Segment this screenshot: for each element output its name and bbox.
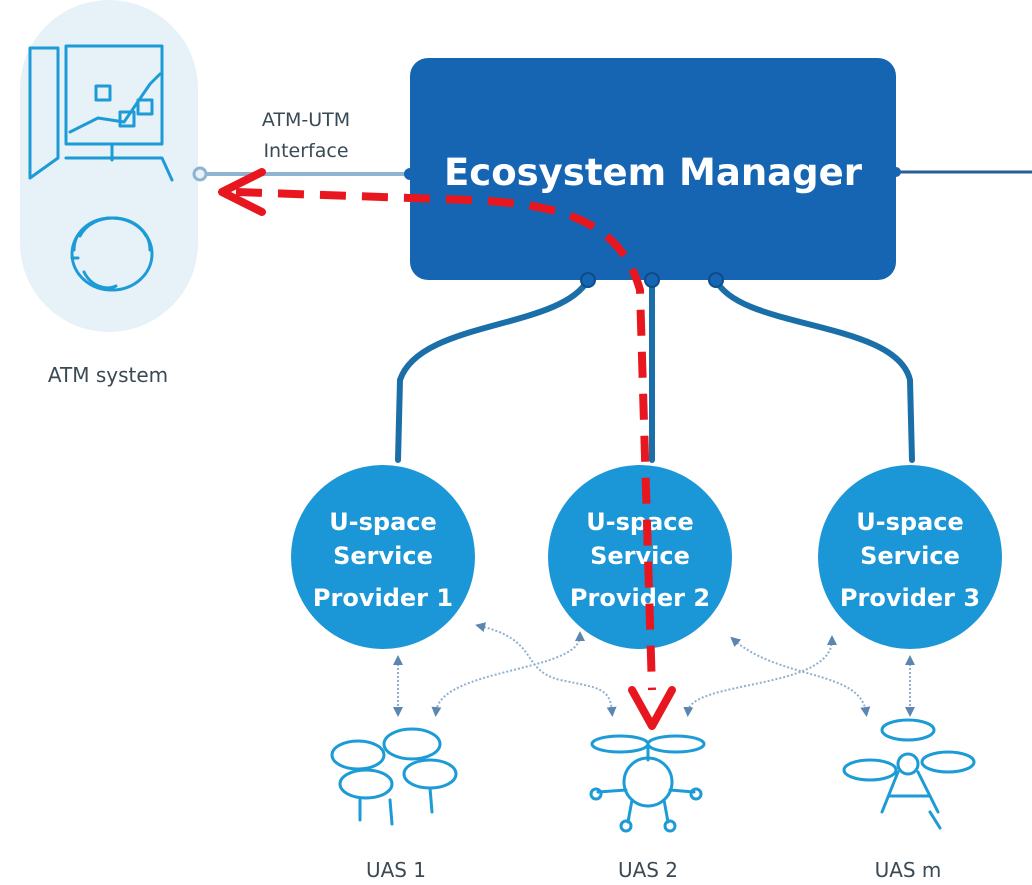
helicopter-drone-icon bbox=[589, 734, 706, 833]
provider-1-line2: Service bbox=[333, 542, 433, 570]
headset-operator-icon bbox=[70, 216, 154, 292]
provider-connectors bbox=[395, 277, 915, 463]
provider-3-circle bbox=[818, 465, 1002, 649]
provider-2-circle bbox=[548, 465, 732, 649]
quadcopter-drone-icon bbox=[330, 727, 458, 826]
link-p3-uas2 bbox=[683, 635, 837, 717]
provider-2-line3: Provider 2 bbox=[570, 584, 710, 612]
connector-provider-1 bbox=[395, 277, 591, 463]
annotation-dashed-arrows bbox=[235, 188, 656, 691]
manager-rect bbox=[410, 58, 896, 280]
monitor-map-icon bbox=[28, 44, 174, 182]
provider-2-line1: U-space bbox=[586, 508, 694, 536]
atm-utm-interface-connector: ATM-UTM Interface bbox=[192, 109, 416, 182]
uas-links bbox=[393, 622, 915, 717]
arrowhead-down-icon bbox=[628, 686, 676, 730]
annotation-arrowheads bbox=[218, 168, 676, 730]
uas-2-label: UAS 2 bbox=[618, 858, 678, 882]
manager-port-3 bbox=[708, 272, 724, 288]
tri-rotor-drone-icon bbox=[842, 718, 976, 830]
provider-2: U-space Service Provider 2 bbox=[548, 465, 732, 649]
provider-3: U-space Service Provider 3 bbox=[818, 465, 1002, 649]
provider-1-circle bbox=[291, 465, 475, 649]
arrowhead-left-icon bbox=[218, 168, 266, 216]
manager-port-1 bbox=[580, 272, 596, 288]
connector-provider-3 bbox=[713, 277, 915, 463]
atm-system-label: ATM system bbox=[48, 363, 168, 387]
provider-3-line3: Provider 3 bbox=[840, 584, 980, 612]
dashed-path bbox=[235, 188, 656, 691]
provider-1-line1: U-space bbox=[329, 508, 437, 536]
interface-label-line2: Interface bbox=[263, 140, 348, 162]
ecosystem-manager-box: Ecosystem Manager bbox=[410, 58, 896, 288]
link-p2-uasm bbox=[730, 636, 871, 717]
manager-port-2 bbox=[644, 272, 660, 288]
uas-1-label: UAS 1 bbox=[366, 858, 426, 882]
uas-m-label: UAS m bbox=[875, 858, 942, 882]
link-p1-uas2 bbox=[475, 622, 617, 717]
manager-label: Ecosystem Manager bbox=[444, 151, 863, 194]
manager-right-connector bbox=[891, 167, 1032, 177]
interface-port bbox=[192, 166, 208, 182]
provider-3-line2: Service bbox=[860, 542, 960, 570]
provider-1-line3: Provider 1 bbox=[313, 584, 453, 612]
atm-system-panel: ATM system bbox=[20, 0, 198, 387]
provider-3-line1: U-space bbox=[856, 508, 964, 536]
interface-label-line1: ATM-UTM bbox=[262, 109, 350, 131]
provider-2-line2: Service bbox=[590, 542, 690, 570]
link-p2-uas1 bbox=[431, 631, 585, 717]
provider-1: U-space Service Provider 1 bbox=[291, 465, 475, 649]
